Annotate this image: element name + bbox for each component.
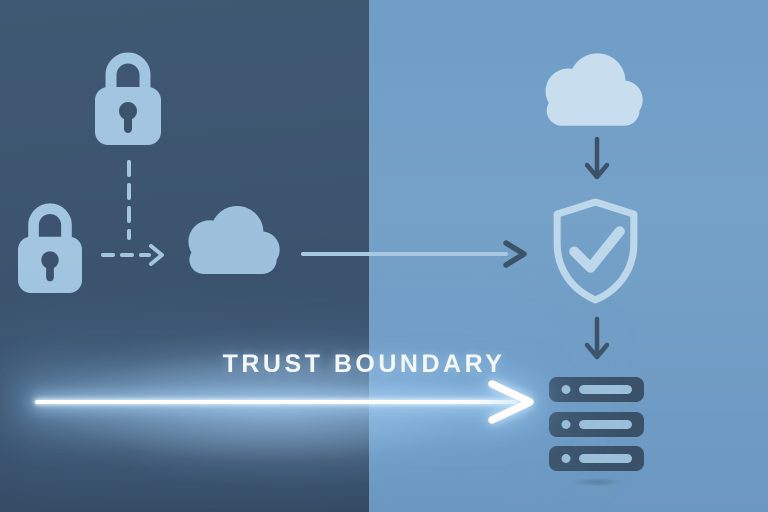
trust-boundary-label: TRUST BOUNDARY <box>222 350 506 378</box>
shield-check-icon <box>553 198 638 304</box>
server-stack-icon <box>549 377 644 471</box>
arrow-right-icon <box>301 240 527 268</box>
arrow-down-icon <box>583 316 611 362</box>
cloud-icon <box>538 52 646 126</box>
dashed-arrow-right-icon <box>101 244 164 266</box>
padlock-icon <box>16 199 84 293</box>
glowing-arrow-head <box>488 380 534 424</box>
glowing-arrow-shaft <box>35 400 517 404</box>
padlock-icon <box>93 48 163 145</box>
cloud-icon <box>181 205 283 274</box>
arrow-down-icon <box>583 136 611 182</box>
server-stack-shadow <box>560 476 636 488</box>
dashed-line-vertical <box>127 160 131 240</box>
